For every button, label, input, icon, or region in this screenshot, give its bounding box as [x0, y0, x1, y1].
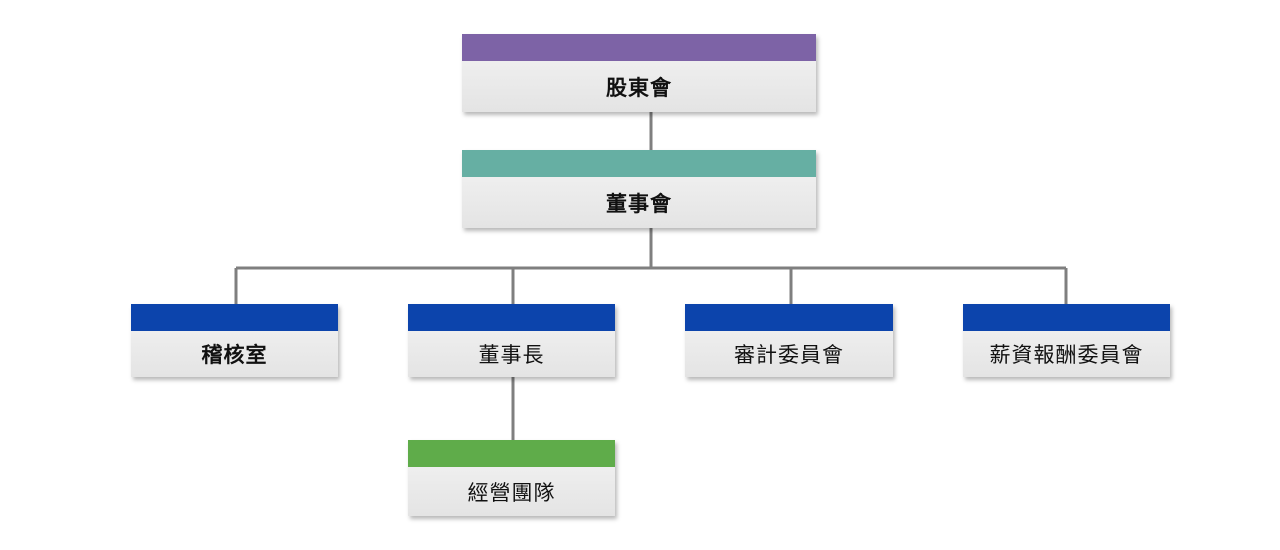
node-header-bar [408, 440, 615, 467]
node-chairman: 董事長 [408, 304, 615, 377]
node-header-bar [462, 150, 816, 177]
node-audit-office: 稽核室 [131, 304, 338, 377]
node-header-bar [685, 304, 893, 331]
node-board: 董事會 [462, 150, 816, 228]
node-label: 稽核室 [201, 343, 268, 367]
node-label: 經營團隊 [467, 480, 556, 505]
node-label: 薪資報酬委員會 [989, 343, 1144, 367]
node-label: 董事會 [606, 191, 672, 216]
node-header-bar [408, 304, 615, 331]
node-label: 董事長 [478, 343, 545, 367]
node-header-bar [462, 34, 816, 61]
node-label: 股東會 [606, 75, 672, 100]
node-header-bar [963, 304, 1170, 331]
node-compensation-committee: 薪資報酬委員會 [963, 304, 1170, 377]
node-audit-committee: 審計委員會 [685, 304, 893, 377]
node-label: 審計委員會 [734, 343, 844, 367]
node-management-team: 經營團隊 [408, 440, 615, 516]
node-shareholders: 股東會 [462, 34, 816, 112]
node-header-bar [131, 304, 338, 331]
